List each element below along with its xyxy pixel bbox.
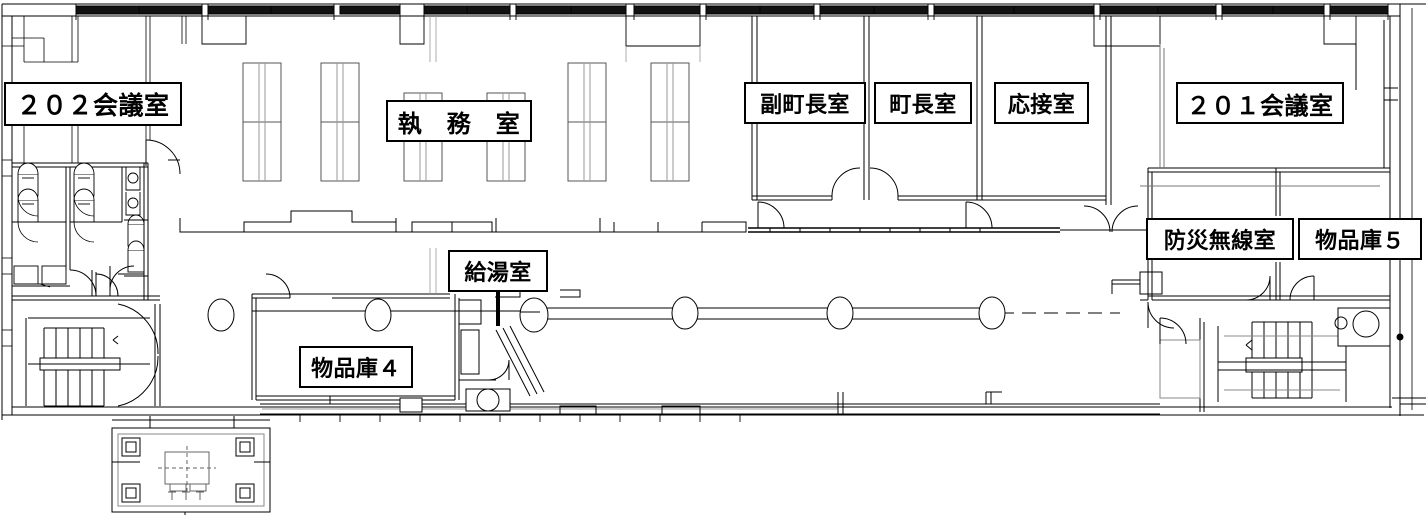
executive-rooms-walls [751, 16, 1139, 233]
pantry-leader-line [496, 292, 500, 326]
room-label-201-meeting: ２０１会議室 [1176, 82, 1344, 124]
left-restrooms [12, 139, 181, 301]
room-label-202-meeting: ２０２会議室 [4, 82, 182, 126]
right-stairs [1159, 307, 1404, 412]
room-label-mayor: 町長室 [874, 82, 972, 124]
bottom-left-projection [111, 416, 271, 515]
room-label-storage-5: 物品庫５ [1298, 218, 1422, 260]
exterior-walls [1, 3, 1426, 420]
right-misc [1140, 44, 1426, 405]
left-guides [2, 16, 187, 347]
bottom-wall [260, 388, 1160, 422]
right-lobby [1111, 271, 1175, 329]
room-label-reception: 応接室 [994, 82, 1089, 124]
corridor-wall [180, 227, 1148, 233]
counter-row [179, 210, 747, 233]
center-guides [429, 16, 701, 294]
desk-clusters [242, 62, 690, 182]
room-label-storage-4: 物品庫４ [299, 346, 413, 388]
corridor-columns [207, 296, 1006, 333]
left-stairs [25, 303, 161, 407]
room-label-pantry: 給湯室 [448, 250, 548, 292]
room-label-disaster-radio: 防災無線室 [1146, 218, 1294, 260]
room-label-office: 執 務 室 [386, 100, 532, 142]
room-label-deputy-mayor: 副町長室 [744, 82, 866, 124]
exterior-window-band-top [75, 4, 1389, 47]
